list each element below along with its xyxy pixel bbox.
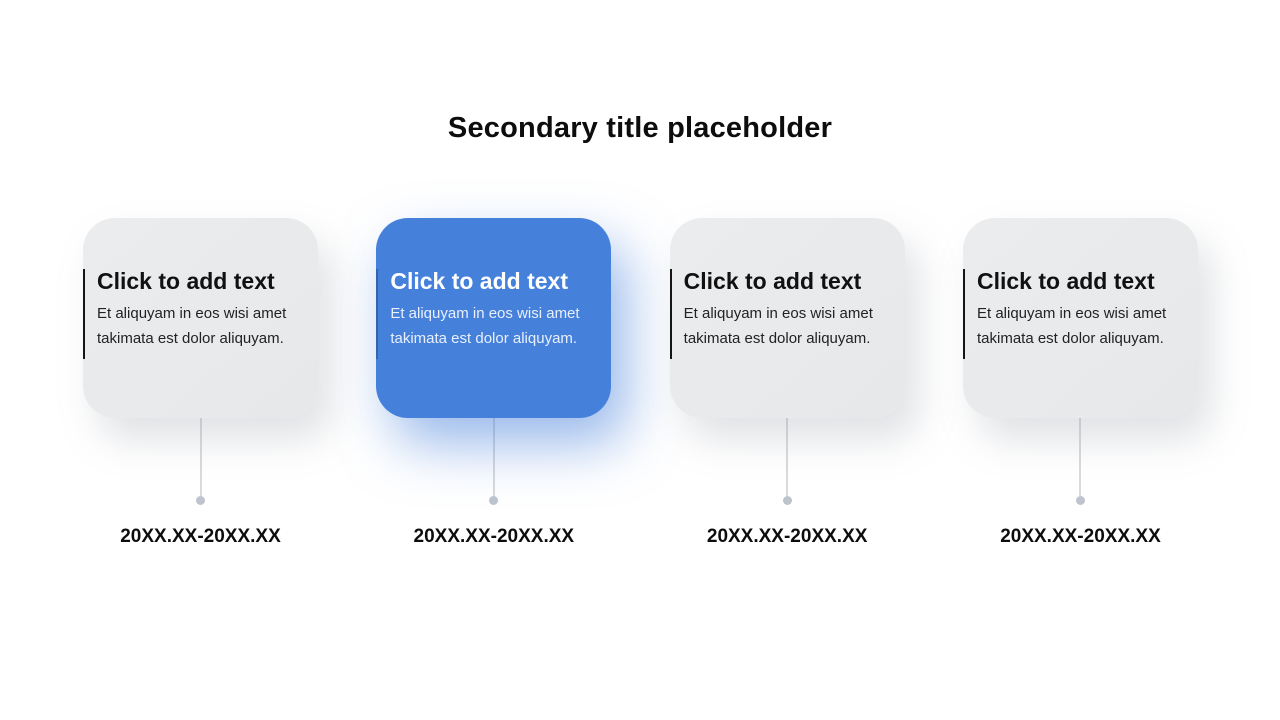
- connector-line: [1079, 418, 1082, 496]
- accent-bar: [83, 269, 85, 359]
- connector-line: [199, 418, 202, 496]
- date-label[interactable]: 20XX.XX-20XX.XX: [706, 526, 868, 547]
- accent-bar: [376, 269, 379, 359]
- connector-line: [492, 418, 495, 496]
- card-body[interactable]: Et aliquyam in eos wisi amet takimata es…: [97, 304, 287, 347]
- card-heading[interactable]: Click to add text: [683, 268, 862, 294]
- date-label[interactable]: 20XX.XX-20XX.XX: [120, 526, 281, 547]
- card-body[interactable]: Et aliquyam in eos wisi amet takimata es…: [390, 304, 580, 347]
- slide-title[interactable]: Secondary title placeholder: [447, 112, 833, 144]
- card-body[interactable]: Et aliquyam in eos wisi amet takimata es…: [683, 304, 873, 347]
- timeline-item-2: Click to add text Et aliquyam in eos wis…: [376, 218, 612, 548]
- card-heading[interactable]: Click to add text: [390, 268, 568, 294]
- timeline-dot: [489, 496, 499, 505]
- date-label[interactable]: 20XX.XX-20XX.XX: [1000, 526, 1161, 547]
- timeline: Click to add text Et aliquyam in eos wis…: [83, 218, 1198, 548]
- timeline-item-1: Click to add text Et aliquyam in eos wis…: [83, 218, 318, 548]
- timeline-item-3: Click to add text Et aliquyam in eos wis…: [669, 218, 905, 548]
- timeline-card-4[interactable]: Click to add text Et aliquyam in eos wis…: [962, 218, 1198, 418]
- card-heading[interactable]: Click to add text: [976, 268, 1155, 294]
- timeline-dot: [196, 496, 205, 505]
- timeline-dot: [782, 496, 792, 505]
- date-label[interactable]: 20XX.XX-20XX.XX: [413, 526, 575, 547]
- connector-line: [786, 418, 789, 496]
- timeline-card-1[interactable]: Click to add text Et aliquyam in eos wis…: [83, 218, 318, 418]
- timeline-dot: [1075, 496, 1085, 505]
- timeline-item-4: Click to add text Et aliquyam in eos wis…: [962, 218, 1198, 548]
- card-heading[interactable]: Click to add text: [97, 268, 275, 294]
- timeline-card-2[interactable]: Click to add text Et aliquyam in eos wis…: [376, 218, 612, 418]
- accent-bar: [962, 269, 965, 359]
- card-body[interactable]: Et aliquyam in eos wisi amet takimata es…: [976, 304, 1167, 347]
- accent-bar: [669, 269, 672, 359]
- timeline-card-3[interactable]: Click to add text Et aliquyam in eos wis…: [669, 218, 905, 418]
